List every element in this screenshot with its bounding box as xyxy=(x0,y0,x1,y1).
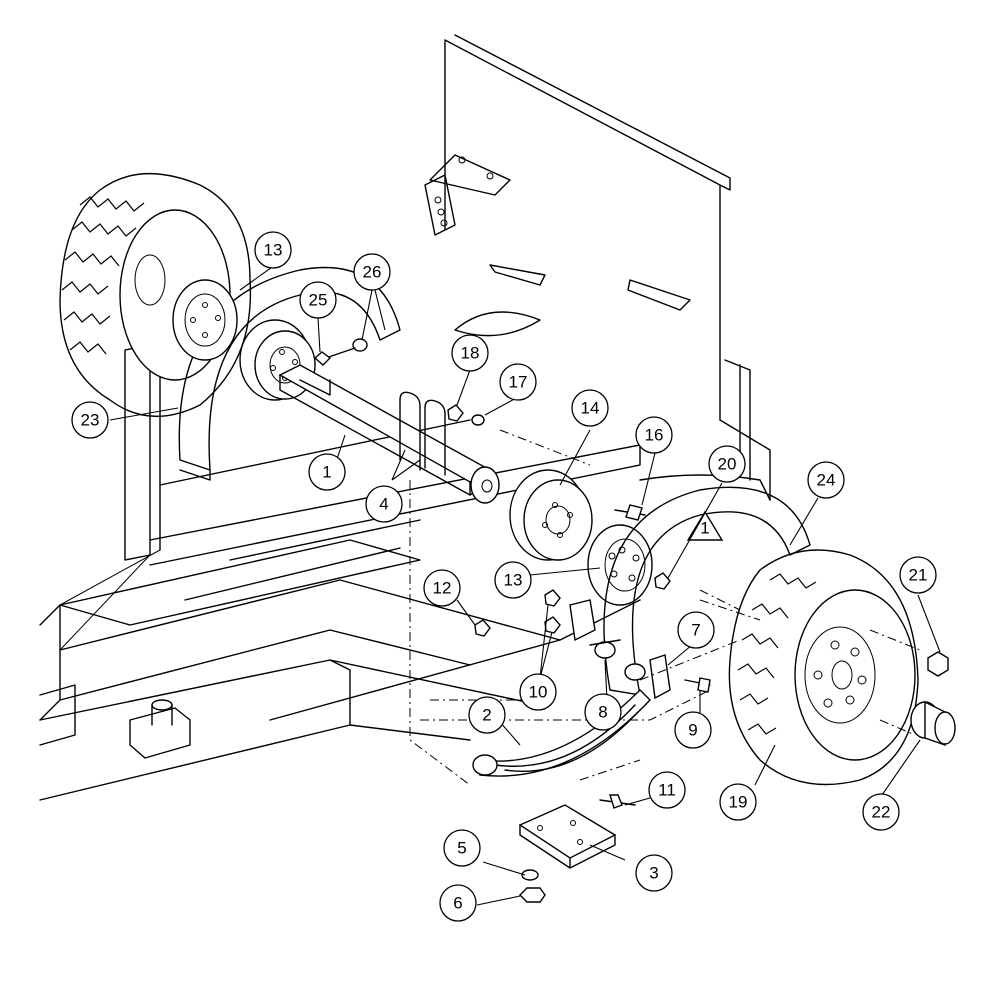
callout-6: 6 xyxy=(439,884,477,922)
callout-label: 11 xyxy=(658,781,676,800)
callout-label: 25 xyxy=(309,291,328,310)
callout-label: 16 xyxy=(645,426,664,445)
callout-label: 24 xyxy=(817,471,836,490)
rear-panel xyxy=(424,34,771,501)
callout-24: 24 xyxy=(807,461,845,499)
callout-13-upper: 13 xyxy=(254,231,292,269)
callout-7: 7 xyxy=(677,611,715,649)
callout-label: 23 xyxy=(81,411,100,430)
callout-label: 5 xyxy=(457,839,466,858)
callout-19: 19 xyxy=(719,783,757,821)
callout-2: 2 xyxy=(468,696,506,734)
callout-label: 14 xyxy=(581,399,600,418)
callout-13-lower: 13 xyxy=(494,561,532,599)
callout-label: 3 xyxy=(649,864,658,883)
callout-25: 25 xyxy=(299,281,337,319)
callout-9: 9 xyxy=(674,711,712,749)
callout-22: 22 xyxy=(862,793,900,831)
callout-label: 4 xyxy=(379,495,388,514)
callout-label: 2 xyxy=(482,706,491,725)
spring-shackle xyxy=(569,599,671,700)
callout-8: 8 xyxy=(584,693,622,731)
callout-label: 7 xyxy=(691,621,700,640)
callout-18: 18 xyxy=(451,334,489,372)
leaf-spring xyxy=(472,663,651,777)
right-hub-assembly xyxy=(509,469,653,606)
callout-label: 21 xyxy=(909,566,928,585)
callout-label: 13 xyxy=(264,241,283,260)
callout-label: 20 xyxy=(718,455,737,474)
lug-nut-and-cap xyxy=(910,651,956,746)
callout-20: 20 xyxy=(708,445,746,483)
callout-10: 10 xyxy=(519,673,557,711)
spring-plate xyxy=(518,804,617,869)
callout-21: 21 xyxy=(899,556,937,594)
axle-tube xyxy=(278,364,500,504)
callout-14: 14 xyxy=(571,389,609,427)
callout-label: 1 xyxy=(322,463,331,482)
callout-label: 26 xyxy=(363,263,382,282)
callout-11: 11 xyxy=(648,771,686,809)
callout-label: 13 xyxy=(504,571,523,590)
callout-label: 10 xyxy=(529,683,548,702)
callout-5: 5 xyxy=(443,829,481,867)
callout-16: 16 xyxy=(635,416,673,454)
bolt-hardware xyxy=(313,338,711,903)
callout-4: 4 xyxy=(365,485,403,523)
callout-23: 23 xyxy=(71,401,109,439)
u-bolts xyxy=(399,391,446,476)
callout-1: 1 xyxy=(308,453,346,491)
callout-label: 6 xyxy=(453,894,462,913)
callout-label: 12 xyxy=(433,579,452,598)
callout-3: 3 xyxy=(635,854,673,892)
right-fender xyxy=(603,474,811,696)
callout-label: 18 xyxy=(461,344,480,363)
callout-label: 22 xyxy=(872,803,891,822)
callout-label: 8 xyxy=(598,703,607,722)
callout-label: 9 xyxy=(688,721,697,740)
callout-26: 26 xyxy=(353,253,391,291)
right-tire xyxy=(728,549,919,786)
warning-marker: 1 xyxy=(686,510,724,541)
callout-12: 12 xyxy=(423,569,461,607)
callout-label: 17 xyxy=(509,373,528,392)
warning-marker-label: 1 xyxy=(700,519,709,538)
callout-17: 17 xyxy=(499,363,537,401)
leader-lines xyxy=(109,264,941,906)
callout-label: 19 xyxy=(729,793,748,812)
